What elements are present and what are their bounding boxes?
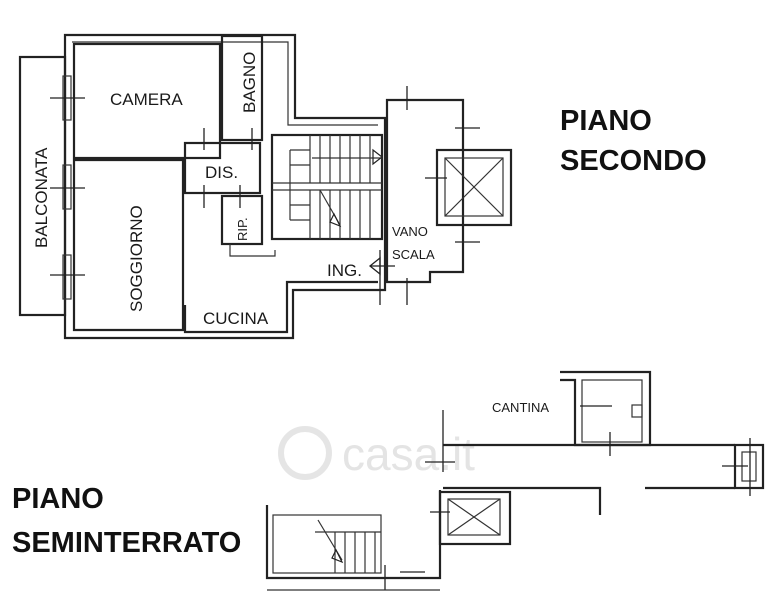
stair-arrow-icon: [372, 148, 383, 166]
bagno-room: [220, 34, 264, 142]
window: [62, 164, 72, 210]
upper-floor-title-line1: PIANO: [560, 105, 652, 137]
vano-scala-outline: [385, 98, 465, 284]
rip-label: RIP.: [235, 217, 250, 241]
apartment-inner-wall: [72, 41, 378, 126]
stair-arrow-icon: [329, 212, 342, 228]
lower-floor-title-line2: SEMINTERRATO: [12, 527, 241, 559]
vano-label: VANO: [392, 224, 428, 239]
window: [62, 254, 72, 300]
rip-recess: [229, 244, 276, 257]
balconata-label: BALCONATA: [32, 147, 51, 248]
lift-lower: [430, 490, 512, 546]
camera-room: [72, 42, 222, 160]
lower-floor-plan: CANTINA: [265, 370, 765, 591]
dis-label: DIS.: [205, 163, 238, 182]
entrance-arrow-icon: [368, 256, 395, 276]
lift-upper: [425, 148, 513, 227]
scala-label: SCALA: [392, 247, 435, 262]
soggiorno-room: [72, 158, 185, 332]
apartment-outer-wall: [63, 33, 387, 340]
stairs-lower: [265, 490, 442, 590]
upper-floor-plan: CAMERA BAGNO BALCONATA DIS. RIP. SOGGIOR…: [18, 33, 513, 340]
lower-floor-title-line1: PIANO: [12, 483, 104, 515]
watermark: casa.it: [278, 426, 475, 480]
watermark-text: casa.it: [342, 428, 475, 480]
watermark-logo-icon: [278, 426, 332, 480]
bagno-label: BAGNO: [240, 52, 259, 113]
rip-room: [220, 194, 264, 246]
cucina-label: CUCINA: [203, 309, 269, 328]
camera-label: CAMERA: [110, 90, 183, 109]
dis-room: [183, 141, 262, 195]
stair-arrow-icon: [331, 548, 344, 564]
soggiorno-label: SOGGIORNO: [127, 205, 146, 312]
corridor: [443, 443, 735, 515]
cantina-room: [560, 370, 652, 447]
cantina-inner: [581, 379, 643, 443]
upper-floor-title-line2: SECONDO: [560, 145, 707, 177]
cantina-label: CANTINA: [492, 400, 549, 415]
cantina-niche: [631, 404, 643, 418]
stairs-upper: [270, 133, 384, 241]
ing-label: ING.: [327, 261, 362, 280]
